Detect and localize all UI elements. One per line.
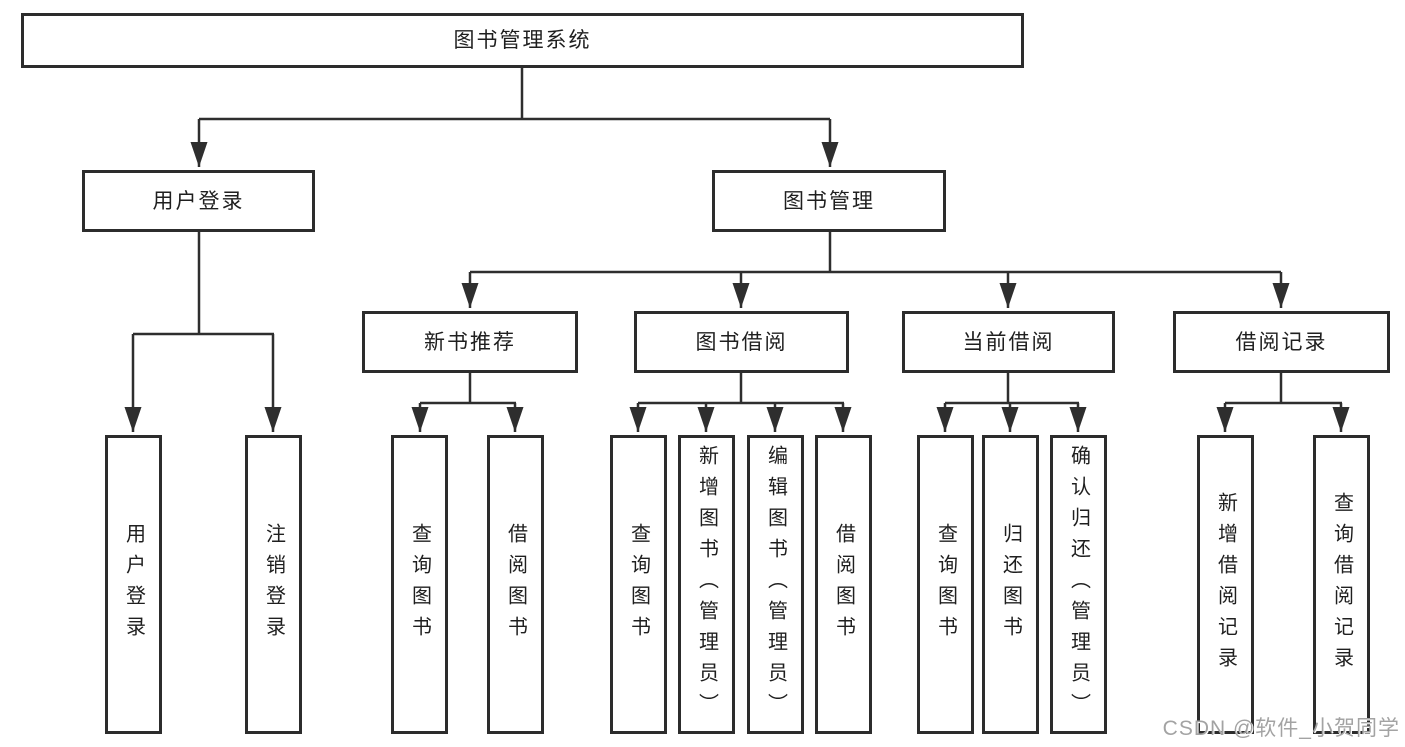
node-book-borrowing: 图书借阅	[634, 311, 849, 373]
watermark: CSDN @软件_小贺同学	[1162, 717, 1400, 740]
leaf-borrow-books: 借阅图书	[815, 435, 872, 734]
node-new-book-recommendation-label: 新书推荐	[424, 330, 516, 354]
node-book-management: 图书管理	[712, 170, 946, 232]
leaf-query-books-borrow: 查询图书	[610, 435, 667, 734]
node-borrowing-records: 借阅记录	[1173, 311, 1390, 373]
leaf-query-borrow-record: 查询借阅记录	[1313, 435, 1370, 734]
node-user-login: 用户登录	[82, 170, 315, 232]
leaf-add-borrow-record: 新增借阅记录	[1197, 435, 1254, 734]
node-borrowing-records-label: 借阅记录	[1235, 330, 1328, 354]
leaf-query-books-current: 查询图书	[917, 435, 974, 734]
node-current-borrowing: 当前借阅	[902, 311, 1115, 373]
node-book-borrowing-label: 图书借阅	[695, 330, 788, 354]
node-root-label: 图书管理系统	[453, 29, 592, 52]
leaf-edit-books-admin: 编辑图书（管理员）	[747, 435, 804, 734]
node-book-management-label: 图书管理	[783, 189, 875, 213]
leaf-confirm-return-admin: 确认归还（管理员）	[1050, 435, 1107, 734]
node-current-borrowing-label: 当前借阅	[962, 330, 1055, 354]
leaf-query-books-recommend: 查询图书	[391, 435, 448, 734]
node-new-book-recommendation: 新书推荐	[362, 311, 578, 373]
leaf-logout-login: 注销登录	[245, 435, 302, 734]
leaf-add-books-admin: 新增图书（管理员）	[678, 435, 735, 734]
node-root: 图书管理系统	[21, 13, 1024, 68]
leaf-borrow-books-recommend: 借阅图书	[487, 435, 544, 734]
node-user-login-label: 用户登录	[152, 189, 245, 213]
leaf-return-books: 归还图书	[982, 435, 1039, 734]
leaf-user-login: 用户登录	[105, 435, 162, 734]
